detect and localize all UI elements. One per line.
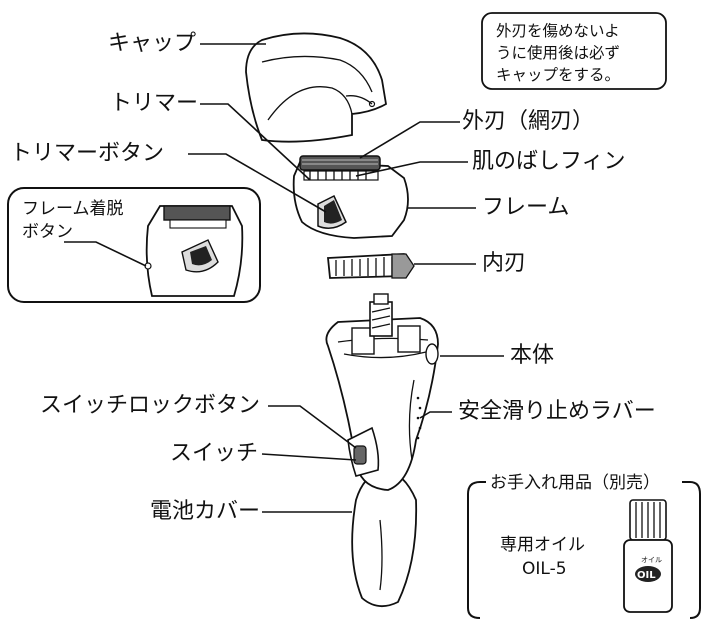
usage-note-box: 外刃を傷めないよ うに使用後は必ず キャップをする。	[481, 12, 667, 90]
care-product-name: 専用オイル	[500, 535, 585, 555]
frame-release-inset: フレーム着脱 ボタン	[7, 187, 261, 303]
note-line-2: うに使用後は必ず	[496, 44, 620, 62]
note-line-3: キャップをする。	[496, 66, 620, 84]
leader-skin-fin	[355, 161, 468, 177]
care-products-box: お手入れ用品（別売） 専用オイル OIL-5 オイル OIL	[467, 473, 701, 619]
label-frame: フレーム	[482, 195, 569, 220]
label-trimmer-button: トリマーボタン	[10, 141, 164, 166]
oil-bottle-illustration: オイル OIL	[623, 499, 673, 613]
label-inner-blade: 内刃	[482, 251, 526, 276]
leader-safety-rubber	[419, 411, 452, 419]
label-body: 本体	[510, 343, 554, 368]
note-line-1: 外刃を傷めないよ	[496, 22, 620, 40]
label-outer-blade: 外刃（網刃）	[462, 109, 594, 134]
label-switch: スイッチ	[170, 441, 258, 466]
leader-outer-blade	[359, 121, 460, 159]
care-products-title: お手入れ用品（別売）	[490, 473, 660, 493]
label-skin-fin: 肌のばしフィン	[472, 149, 626, 174]
leader-trimmer-button	[188, 153, 327, 213]
label-switch-lock-button: スイッチロックボタン	[40, 393, 260, 418]
label-frame-release-2: ボタン	[22, 222, 73, 242]
leader-switch-lock	[268, 405, 357, 449]
oil-bottle-logo: OIL	[637, 570, 656, 581]
label-frame-release-1: フレーム着脱	[22, 199, 124, 219]
cap-illustration	[245, 32, 387, 143]
label-cap: キャップ	[108, 31, 196, 56]
label-safety-rubber: 安全滑り止めラバー	[458, 399, 656, 424]
shaver-body-illustration	[325, 293, 439, 608]
leader-frame-release	[64, 241, 147, 267]
leader-switch	[261, 453, 357, 461]
care-product-model: OIL-5	[522, 559, 567, 579]
oil-bottle-label: オイル	[641, 556, 662, 564]
label-battery-cover: 電池カバー	[150, 499, 260, 524]
inner-blade-illustration	[327, 253, 415, 279]
label-trimmer: トリマー	[110, 91, 198, 116]
leader-trimmer	[200, 103, 311, 181]
